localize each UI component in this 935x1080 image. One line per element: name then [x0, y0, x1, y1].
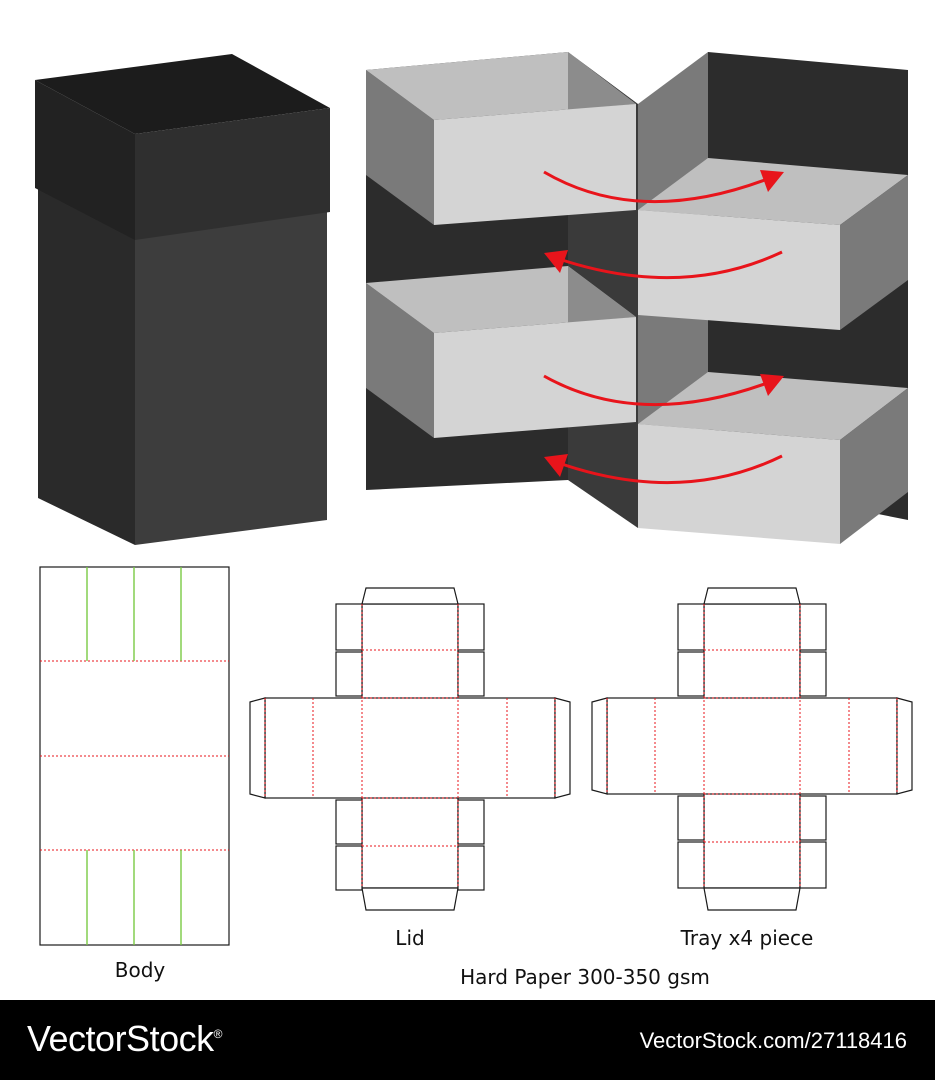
- arrowhead-1: [760, 170, 784, 192]
- closed-box-body-left-face: [38, 185, 135, 545]
- tray-1: [366, 52, 636, 225]
- open-box-assembly: [366, 52, 908, 544]
- closed-box-lid-front-face: [135, 108, 330, 240]
- footer-bar: VectorStock® VectorStock.com/27118416: [0, 1000, 935, 1080]
- tray-2-inside: [638, 158, 908, 225]
- tray-4-side: [840, 388, 908, 544]
- image-id-text: VectorStock.com/27118416: [639, 1028, 907, 1053]
- brand-name: VectorStock: [27, 1018, 214, 1059]
- tray-1-side: [366, 70, 434, 225]
- lid-label: Lid: [395, 926, 425, 950]
- tray-2-side: [840, 175, 908, 330]
- tray-3: [366, 266, 636, 438]
- closed-box-body-front-face: [135, 212, 327, 545]
- body-glue-lines: [86, 567, 182, 945]
- tray-2-front: [638, 210, 840, 330]
- body-dieline: [39, 566, 230, 946]
- lid-dieline: [249, 587, 571, 911]
- tray-4-inside: [638, 372, 908, 440]
- body-fold-lines: [40, 660, 229, 851]
- swing-arrows: [543, 170, 783, 485]
- tray-2: [638, 158, 908, 330]
- arrowhead-2: [544, 250, 568, 273]
- brand-logo: VectorStock®: [27, 1018, 222, 1060]
- tray-3-inner-wall: [568, 266, 636, 323]
- body-label: Body: [114, 958, 166, 982]
- packaging-dieline-illustration: [35, 52, 913, 946]
- tray-4: [638, 372, 908, 544]
- tray-3-front: [434, 317, 636, 438]
- arrow-tray-3-out: [543, 374, 771, 406]
- closed-box-lid-top-face: [35, 54, 330, 134]
- material-label: Hard Paper 300-350 gsm: [460, 965, 710, 989]
- tray-dieline: [591, 587, 913, 911]
- registered-mark: ®: [213, 1027, 223, 1041]
- arrow-tray-1-out: [543, 170, 771, 203]
- swing-arrowheads: [544, 170, 784, 477]
- tray-1-front: [434, 104, 636, 225]
- arrowhead-4: [544, 454, 568, 477]
- arrow-tray-2-in: [555, 250, 783, 280]
- closed-box-lid-left-face: [35, 80, 135, 240]
- tray-4-front: [638, 424, 840, 544]
- tray-label: Tray x4 piece: [680, 926, 814, 950]
- arrowhead-3: [760, 374, 784, 396]
- tray-1-inner-wall: [568, 52, 636, 110]
- closed-box: [35, 54, 330, 545]
- tray-3-side: [366, 283, 434, 438]
- arrow-tray-4-in: [555, 454, 783, 485]
